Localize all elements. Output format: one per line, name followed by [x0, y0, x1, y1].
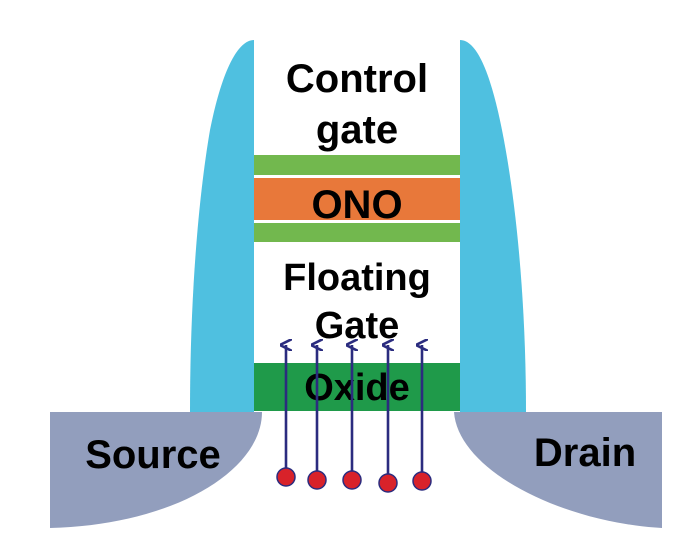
ono-top-cladding [254, 155, 460, 175]
floating-gate-label-line1: Floating [283, 257, 431, 299]
drain-label: Drain [534, 431, 636, 475]
electron-icon [342, 470, 362, 490]
electron-icon [378, 473, 398, 493]
floating-gate-label-line2: Gate [315, 305, 399, 347]
ono-label: ONO [311, 183, 402, 227]
electron-icon [412, 471, 432, 491]
ono-bottom-cladding [254, 223, 460, 242]
electron-icon [276, 467, 296, 487]
right-spacer [460, 40, 526, 412]
control-gate-label-line2: gate [316, 108, 398, 152]
ono-layer [254, 178, 460, 220]
electron-icon [307, 470, 327, 490]
electron-group [276, 345, 432, 493]
substrate-source [50, 412, 262, 528]
control-gate-label-line1: Control [286, 57, 428, 101]
oxide-label: Oxide [304, 367, 410, 409]
source-label: Source [85, 433, 221, 477]
substrate-drain [454, 412, 662, 528]
oxide-layer [254, 363, 460, 411]
left-spacer [190, 40, 254, 412]
